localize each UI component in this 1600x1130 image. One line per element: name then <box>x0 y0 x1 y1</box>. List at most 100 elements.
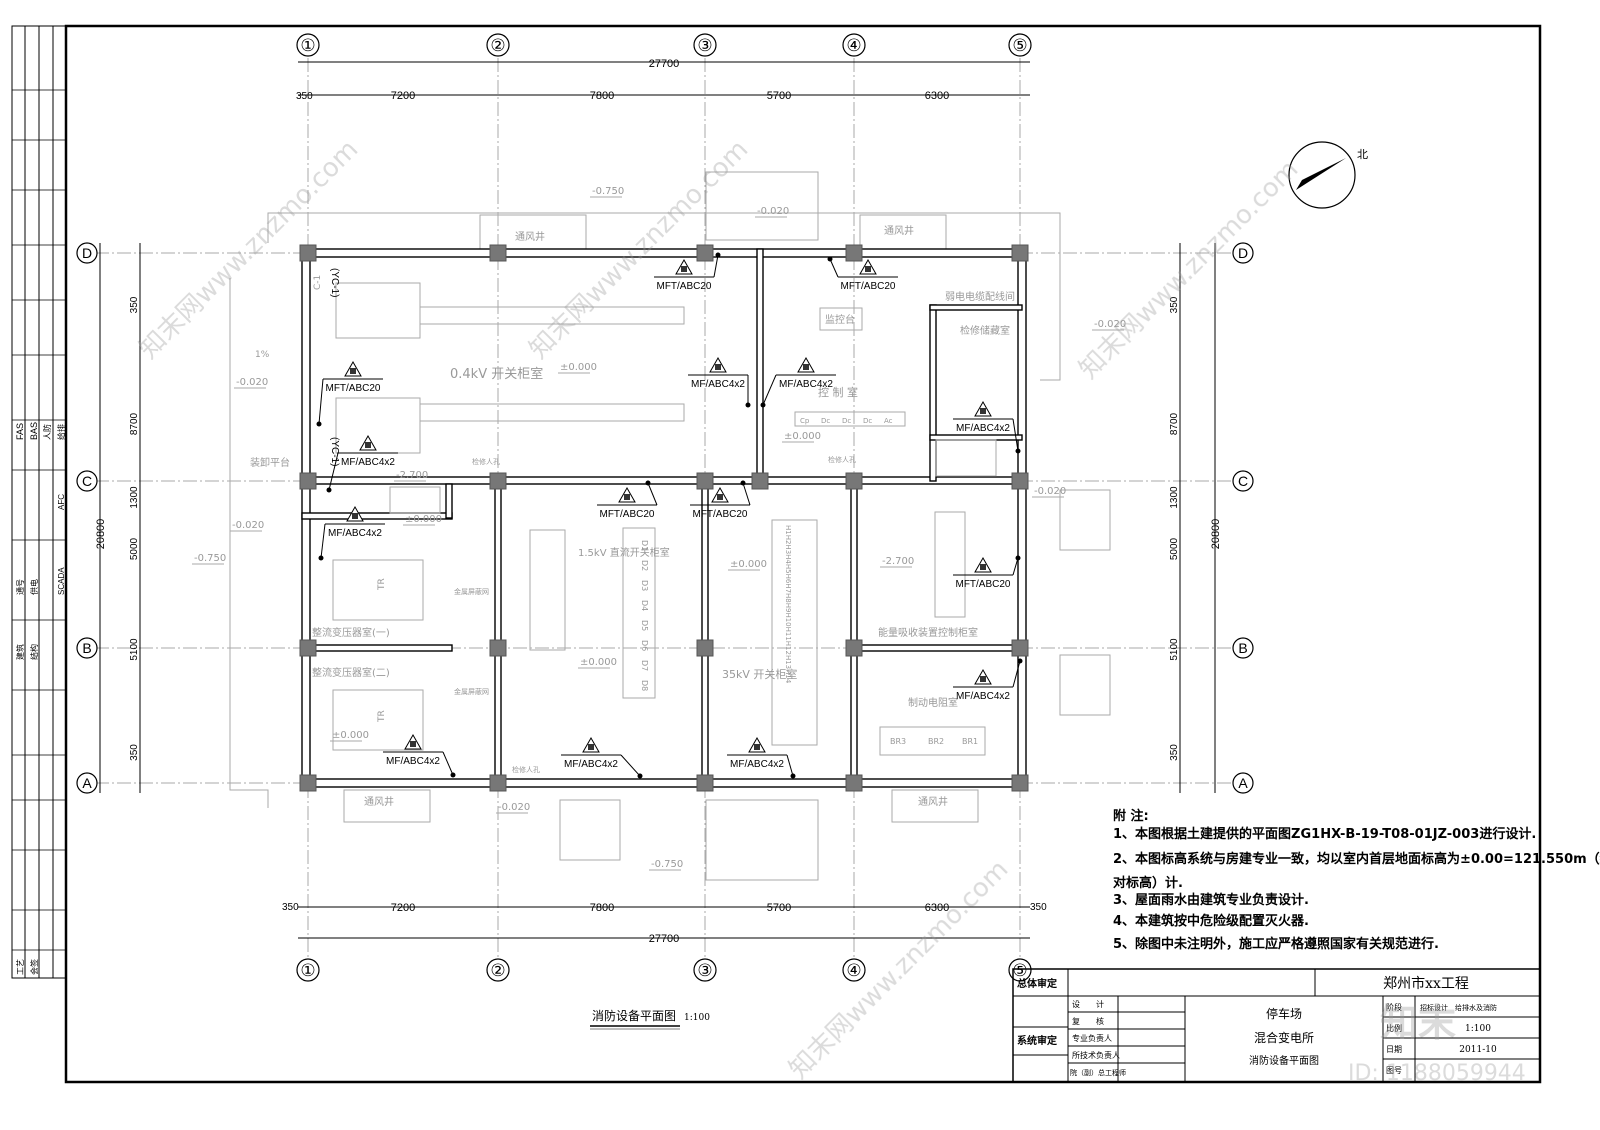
column <box>489 639 507 657</box>
extinguisher-location-dot <box>715 252 721 258</box>
axis-bubble-col-2 <box>486 33 510 57</box>
strip-label-countersign: 会签 <box>29 959 39 975</box>
elevation-label: -2.700 <box>396 470 428 481</box>
title-line-2: 混合变电所 <box>1254 1030 1314 1045</box>
strip-label-scada: SCADA <box>57 567 66 595</box>
stage-value: 招标设计 给排水及消防 <box>1420 1003 1497 1012</box>
equipment <box>332 282 986 756</box>
dim-top-7800: 7800 <box>590 90 614 102</box>
sheet-label: 图号 <box>1386 1066 1402 1075</box>
extinguisher-location-dot <box>740 480 746 486</box>
axis-label-row-C: C <box>82 473 92 489</box>
column <box>489 244 507 262</box>
title-line-3: 消防设备平面图 <box>1249 1054 1319 1067</box>
dim-top-6300: 6300 <box>925 90 949 102</box>
vent-shaft-top-left: 通风井 <box>515 230 545 243</box>
control-panel: Dc <box>863 417 872 425</box>
axis-label-col-4: ④ <box>846 36 861 55</box>
overall-review-label: 总体审定 <box>1017 977 1057 990</box>
column <box>1011 774 1029 792</box>
north-label: 北 <box>1357 148 1368 161</box>
room-brake-resistor: 制动电阻室 <box>908 696 958 709</box>
extinguisher-location-dot <box>637 773 643 779</box>
elevation-label: -0.020 <box>1034 486 1066 497</box>
axis-bubble-row-B <box>1232 637 1254 659</box>
extinguisher-leader <box>713 254 719 278</box>
room-rectifier-1: 整流变压器室(一) <box>312 626 390 639</box>
drawing-title: 消防设备平面图 <box>592 1008 676 1023</box>
extinguisher-label: MF/ABC4x2 <box>956 691 1010 702</box>
fire-extinguisher-marker: MFT/ABC20 <box>953 555 1021 590</box>
fire-extinguisher-marker: MF/ABC4x2 <box>953 658 1023 702</box>
vent-shaft-bottom-right: 通风井 <box>918 795 948 808</box>
extinguisher-label: MF/ABC4x2 <box>956 423 1010 434</box>
extinguisher-location-dot <box>745 402 751 408</box>
extinguisher-location-dot <box>1015 555 1021 561</box>
column <box>299 639 317 657</box>
axis-label-col-2: ② <box>490 36 505 55</box>
axis-bubble-col-4 <box>842 33 866 57</box>
elevation-label: ±0.000 <box>405 514 442 525</box>
axis-label-col-1: ① <box>300 36 315 55</box>
axis-bubble-col-3 <box>693 958 717 982</box>
dc-cabinet: D2 <box>640 560 649 571</box>
extinguisher-icon-fill <box>365 442 371 448</box>
extinguisher-icon-fill <box>410 741 416 747</box>
dim-vertical-segment: 5100 <box>1169 638 1180 661</box>
extinguisher-leader <box>829 258 839 278</box>
axis-label-col-4: ④ <box>846 961 861 980</box>
room-weak-cable: 弱电电缆配线间 <box>945 290 1015 303</box>
axis-bubble-col-1 <box>296 33 320 57</box>
dim-top-5700: 5700 <box>767 90 791 102</box>
project-name: 郑州市xx工程 <box>1383 975 1469 992</box>
extinguisher-leader <box>318 378 324 425</box>
dc-cabinet: D8 <box>640 680 649 691</box>
axis-bubble-row-C <box>1232 470 1254 492</box>
structural-columns <box>299 244 1029 792</box>
extinguisher-label: MFT/ABC20 <box>955 579 1010 590</box>
dim-vertical-segment: 350 <box>1169 744 1180 761</box>
dc-cabinet: D1 <box>640 540 649 551</box>
extinguisher-location-dot <box>827 256 833 262</box>
column <box>299 472 317 490</box>
extinguisher-leader <box>1012 660 1021 688</box>
extinguisher-location-dot <box>1015 448 1021 454</box>
column <box>489 774 507 792</box>
axis-label-col-2: ② <box>490 961 505 980</box>
c1-label: C-1 <box>313 275 323 290</box>
axis-label-row-A: A <box>82 775 92 791</box>
fire-extinguisher-marker: MF/ABC4x2 <box>760 356 836 408</box>
extinguisher-icon-fill <box>754 744 760 750</box>
axis-label-row-B: B <box>82 640 91 656</box>
control-panel: Cp <box>800 417 810 425</box>
extinguisher-leader <box>742 482 751 506</box>
tr-label-2: TR <box>377 710 387 723</box>
extinguisher-label: MF/ABC4x2 <box>779 379 833 390</box>
extinguisher-leader <box>328 452 339 491</box>
fire-extinguisher-marker: MF/ABC4x2 <box>318 505 385 561</box>
extinguisher-location-dot <box>326 487 332 493</box>
extinguisher-icon-fill <box>980 408 986 414</box>
dim-vertical-segment: 8700 <box>1169 412 1180 435</box>
extinguisher-label: MF/ABC4x2 <box>691 379 745 390</box>
axis-label-row-A: A <box>1238 775 1248 791</box>
extinguisher-icon-fill <box>865 266 871 272</box>
watermark-site-3: 知末网www.znzmo.com <box>1074 154 1305 385</box>
extinguisher-label: MF/ABC4x2 <box>386 756 440 767</box>
extinguisher-icon-fill <box>717 494 723 500</box>
extinguisher-location-dot <box>316 421 322 427</box>
elevation-label: -2.700 <box>882 556 914 567</box>
elevation-label: -0.020 <box>1094 319 1126 330</box>
yc1-label-top: (YC-1) <box>329 268 340 297</box>
axis-label-row-C: C <box>1238 473 1248 489</box>
elevation-label: ±0.000 <box>580 657 617 668</box>
note-1: 1、本图根据土建提供的平面图ZG1HX-B-19-T08-01JZ-003进行设… <box>1113 826 1536 842</box>
extinguisher-label: MF/ABC4x2 <box>730 759 784 770</box>
dim-vertical-segment: 1300 <box>129 486 140 509</box>
axis-label-row-D: D <box>82 245 92 261</box>
axis-label-row-B: B <box>1238 640 1247 656</box>
column <box>696 639 714 657</box>
dim-vertical-segment: 5000 <box>1169 537 1180 560</box>
